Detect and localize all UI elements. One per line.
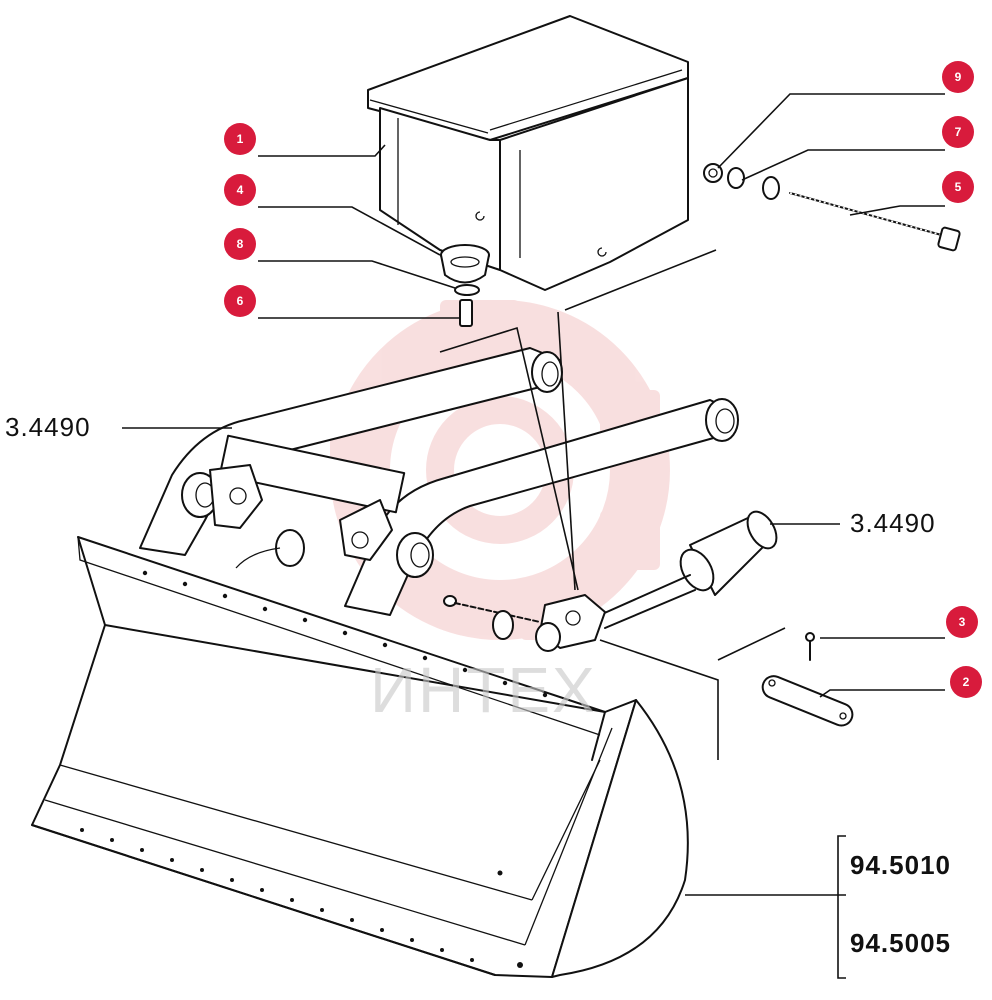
callout-badge-9: 9	[942, 61, 974, 93]
callout-badge-3: 3	[946, 606, 978, 638]
callout-badge-5: 5	[942, 171, 974, 203]
watermark-text: ИНТЕХ	[370, 654, 597, 726]
callout-label: 1	[237, 132, 244, 146]
hydraulic-cylinder	[539, 510, 778, 649]
ref-right-cylinder: 3.4490	[850, 508, 936, 538]
callout-badge-8: 8	[224, 228, 256, 260]
callout-label: 6	[237, 294, 244, 308]
callout-label: 7	[955, 125, 962, 139]
callout-label: 9	[955, 70, 962, 84]
pins	[443, 595, 854, 727]
callout-badge-4: 4	[224, 174, 256, 206]
callout-label: 2	[963, 675, 970, 689]
ref-bucket-a: 94.5010	[850, 850, 951, 880]
ref-bucket-b: 94.5005	[850, 928, 951, 958]
leader-lines	[122, 93, 945, 979]
callout-badge-6: 6	[224, 285, 256, 317]
control-box	[367, 15, 689, 291]
callout-label: 8	[237, 237, 244, 251]
knob-assembly	[440, 244, 490, 327]
callout-badge-7: 7	[942, 116, 974, 148]
callout-badge-1: 1	[224, 123, 256, 155]
bolt-hardware	[703, 163, 961, 252]
loader-arms	[139, 347, 739, 616]
callout-badge-2: 2	[950, 666, 982, 698]
bucket	[31, 536, 689, 978]
callout-label: 5	[955, 180, 962, 194]
callout-label: 4	[237, 183, 244, 197]
callout-label: 3	[959, 615, 966, 629]
ref-left-assembly: 3.4490	[5, 412, 91, 442]
